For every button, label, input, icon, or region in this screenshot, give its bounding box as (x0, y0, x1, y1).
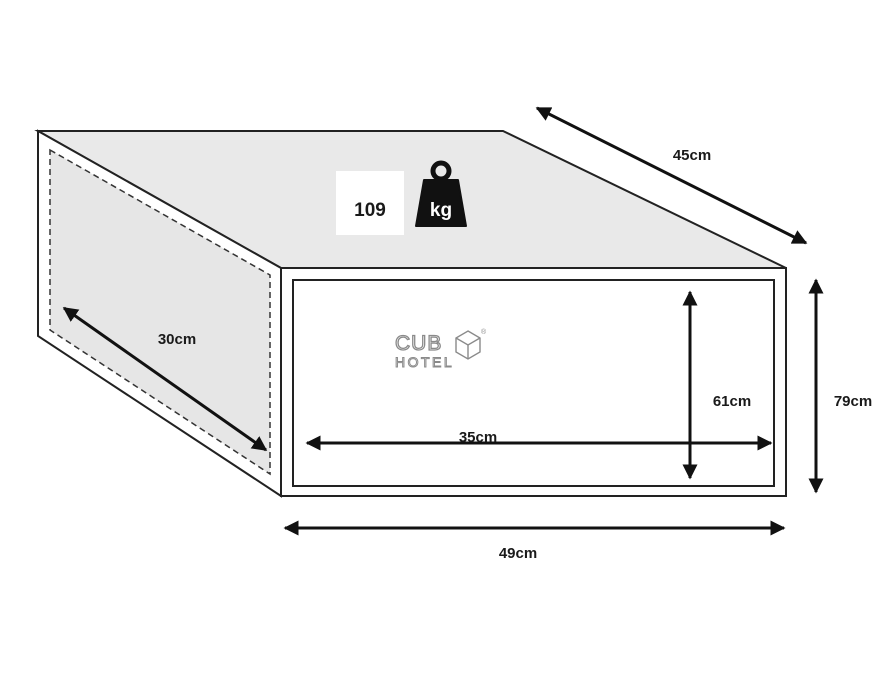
label-outer-height: 79cm (834, 393, 872, 410)
weight-badge: 109 kg (336, 160, 467, 235)
cube-icon (455, 330, 481, 360)
safe-box (34, 129, 787, 498)
box-front-opening (292, 279, 775, 487)
weight-value: 109 (354, 200, 386, 221)
weight-label-box (336, 171, 404, 235)
logo-line1: CUB (395, 332, 442, 355)
label-depth-top: 45cm (673, 147, 711, 164)
logo-line2: HOTEL (395, 354, 454, 370)
label-inner-depth: 30cm (158, 331, 196, 348)
label-inner-width: 35cm (459, 429, 497, 446)
label-outer-width: 49cm (499, 545, 537, 562)
arrow-inner-depth (62, 306, 268, 452)
dimension-labels: 45cm 30cm 35cm 61cm 79cm 49cm (158, 147, 872, 562)
weight-unit: kg (430, 200, 452, 221)
weight-icon: kg (415, 160, 467, 227)
arrow-depth-top (535, 106, 808, 245)
cube-hotel-logo: CUB ® HOTEL (394, 328, 487, 371)
logo-registered-mark: ® (481, 328, 487, 336)
dimension-arrows (62, 106, 824, 536)
label-inner-height: 61cm (713, 393, 751, 410)
